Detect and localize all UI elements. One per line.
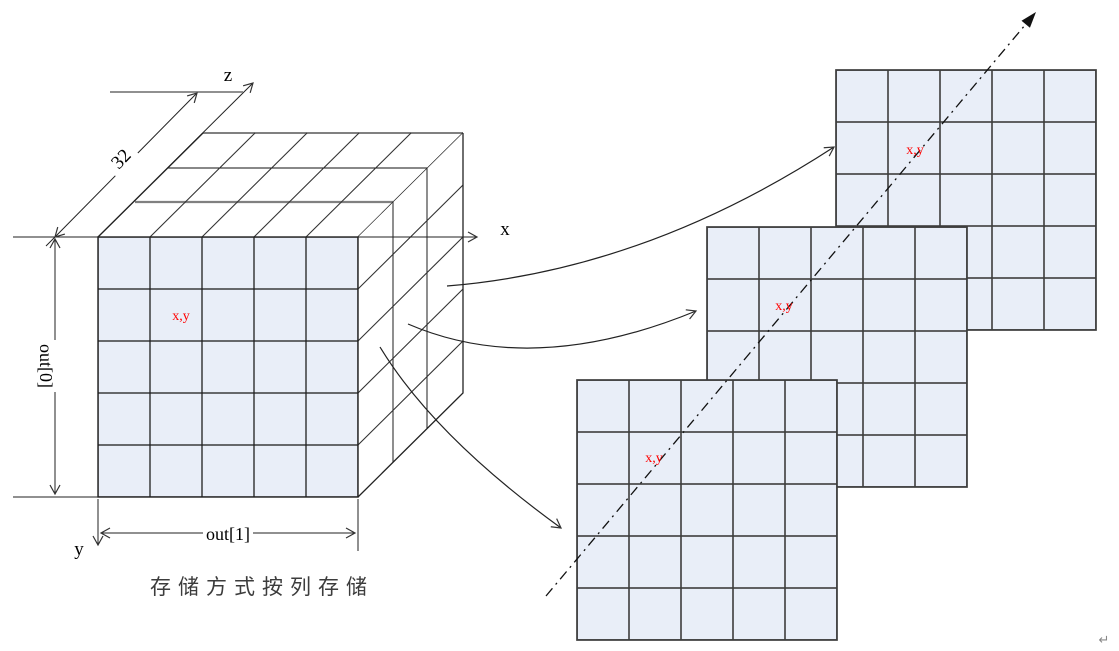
cube-cell-label: x,y [172, 309, 190, 324]
arrow-to-top-plane [446, 146, 836, 287]
cube-front-grid [97, 236, 359, 498]
depth-dimension-overshoot [45, 236, 56, 247]
caption: 存储方式按列存储 [150, 575, 374, 599]
middle-plane-cell-label: x,y [775, 299, 793, 314]
paragraph-mark: ↵ [1099, 632, 1110, 647]
svg-text:out[1]: out[1] [206, 524, 250, 544]
slice-order-arrow [545, 11, 1037, 597]
out1-dimension-label: out[1] [203, 521, 253, 544]
tensor-cube [97, 132, 464, 498]
y-axis-label: y [74, 539, 84, 560]
arrow-to-bottom-plane [379, 346, 563, 529]
arrow-to-middle-plane [407, 309, 698, 349]
out0-dimension-label: out[0] [36, 340, 56, 392]
bottom-plane-cell-label: x,y [645, 451, 663, 466]
z-axis-label: z [224, 65, 232, 86]
x-axis-label: x [500, 219, 510, 240]
depth-dimension-label: 32 [101, 139, 141, 179]
slice-mapping-arrows [379, 146, 836, 529]
slice-planes [576, 69, 1097, 641]
slice-plane-bottom [576, 379, 838, 641]
svg-text:out[0]: out[0] [36, 344, 56, 388]
top-plane-cell-label: x,y [906, 143, 924, 158]
